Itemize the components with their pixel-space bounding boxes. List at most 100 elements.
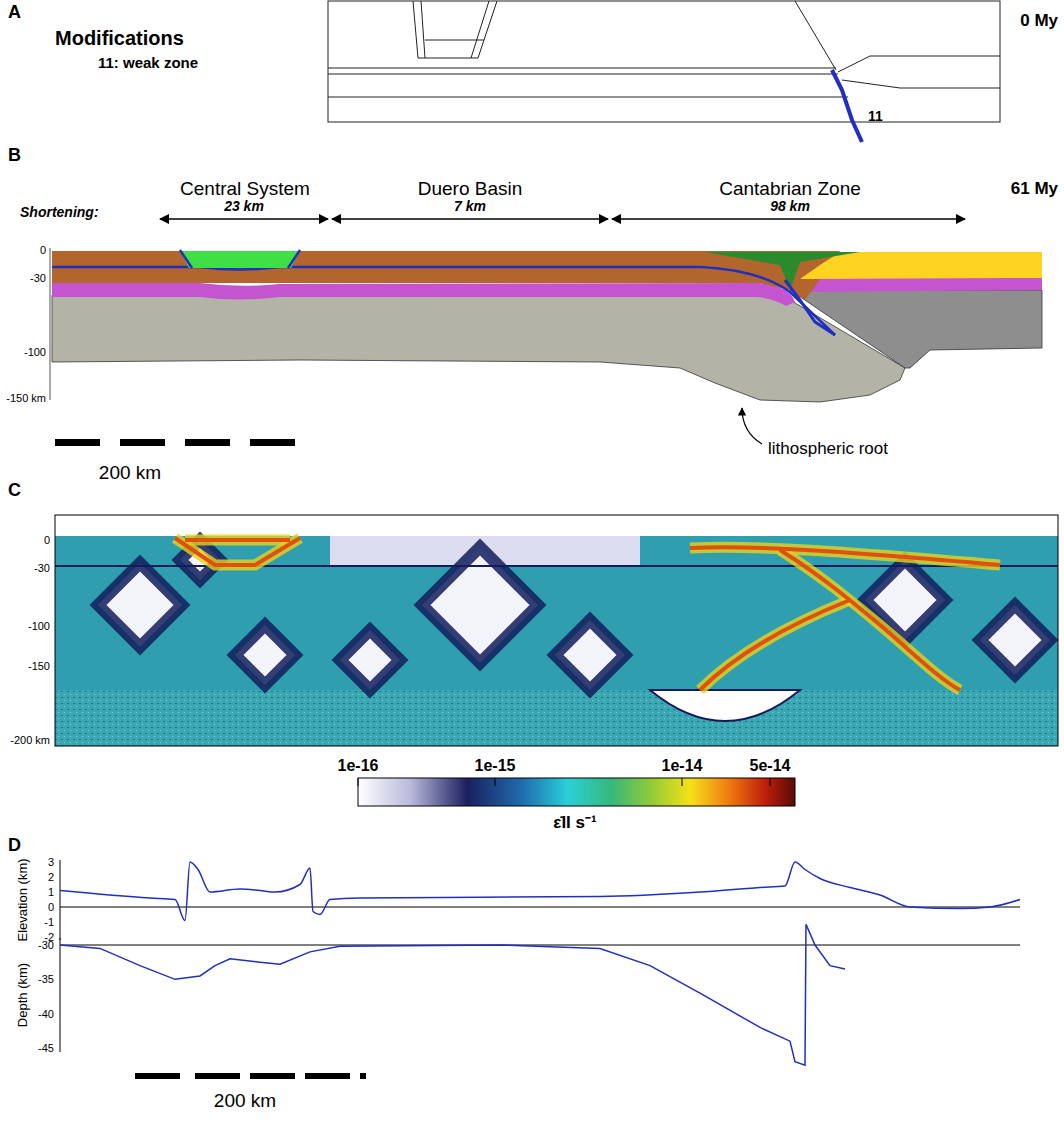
g-shape: [55, 515, 1058, 746]
line-shape: [160, 218, 328, 220]
g-shape: [60, 862, 1020, 1065]
rect-shape: [195, 1073, 240, 1079]
g-shape: [55, 515, 1058, 806]
region-name: Central System: [180, 179, 310, 198]
path-shape: [555, 620, 625, 690]
colorbar-tick: 1e-14: [662, 758, 703, 774]
g-shape: [50, 219, 1042, 446]
path-shape: [52, 295, 905, 402]
rect-shape: [250, 439, 295, 446]
axis-tick: -40: [38, 1008, 54, 1019]
line-shape: [421, 1, 425, 58]
time-label: 0 My: [1020, 12, 1058, 29]
shortening-value: 7 km: [454, 199, 486, 213]
path-shape: [980, 605, 1050, 675]
scale-label: 200 km: [99, 463, 161, 482]
line-shape: [50, 248, 51, 400]
line-shape: [328, 68, 836, 69]
line-shape: [418, 58, 478, 59]
line-shape: [332, 218, 608, 220]
rect-shape: [328, 1, 1000, 122]
shortening-value: 98 km: [770, 199, 810, 213]
path-shape: [690, 547, 1000, 565]
axis-tick: 0: [48, 902, 54, 913]
path-shape: [785, 280, 835, 335]
path-shape: [832, 70, 862, 142]
g-shape: [60, 860, 1020, 1079]
polyline-shape: [838, 56, 1000, 72]
rect-shape: [360, 1073, 366, 1079]
line-shape: [495, 778, 496, 786]
line-shape: [180, 250, 192, 268]
time-label: 61 My: [1011, 180, 1058, 197]
axis-tick: -30: [38, 940, 54, 951]
line-shape: [328, 74, 838, 75]
rect-shape: [135, 1073, 180, 1079]
colorbar-tick: 1e-16: [338, 758, 379, 774]
rect-shape: [55, 515, 1058, 746]
line-shape: [682, 778, 683, 786]
path-shape: [700, 600, 850, 690]
rect-shape: [305, 1073, 350, 1079]
path-shape: [235, 625, 295, 685]
panel-letter: D: [8, 836, 21, 854]
axis-tick: -1: [44, 917, 54, 928]
path-shape: [52, 267, 835, 335]
line-shape: [328, 97, 848, 98]
line-shape: [60, 907, 1020, 908]
path-shape: [422, 547, 538, 663]
path-shape: [185, 538, 290, 542]
line-shape: [60, 860, 61, 940]
callout-number: 11: [868, 109, 883, 123]
path-shape: [700, 600, 850, 690]
region-name: Duero Basin: [418, 179, 523, 198]
depth-tick: 0: [40, 245, 46, 256]
rect-shape: [185, 439, 230, 446]
path-shape: [800, 278, 1042, 292]
line-shape: [612, 218, 965, 220]
line-shape: [288, 250, 300, 268]
depth-tick: -100: [24, 347, 46, 358]
depth-tick: -30: [34, 563, 50, 574]
path-shape: [806, 924, 845, 969]
path-shape: [60, 862, 1020, 921]
line-shape: [471, 1, 489, 58]
path-shape: [742, 408, 762, 444]
depth-tick: 0: [44, 535, 50, 546]
path-shape: [52, 251, 840, 300]
line-shape: [478, 1, 497, 58]
rect-shape: [55, 515, 1058, 746]
path-shape: [340, 630, 400, 690]
annotation: lithospheric root: [768, 440, 888, 457]
path-shape: [52, 283, 795, 306]
rect-shape: [55, 536, 1058, 690]
path-shape: [60, 924, 806, 1065]
axis-title: Elevation (km): [16, 858, 29, 941]
shortening-value: 23 km: [224, 199, 264, 213]
colorbar-tick: 1e-15: [475, 758, 516, 774]
rect-shape: [55, 439, 100, 446]
colorbar-title: ε̇II s⁻¹: [553, 814, 596, 831]
line-shape: [60, 938, 61, 1052]
line-shape: [425, 40, 484, 41]
path-shape: [650, 690, 800, 721]
axis-tick: 2: [48, 872, 54, 883]
panel-letter: B: [8, 146, 21, 164]
axis-title: Depth (km): [16, 963, 29, 1027]
depth-tick: -100: [28, 621, 50, 632]
path-shape: [705, 252, 860, 290]
depth-tick: -30: [30, 273, 46, 284]
panel-letter: A: [8, 3, 21, 21]
modification-note: 11: weak zone: [98, 55, 198, 70]
rect-shape: [55, 690, 1058, 746]
path-shape: [175, 538, 300, 565]
path-shape: [98, 563, 182, 647]
axis-tick: -35: [38, 974, 54, 985]
colorbar-tick: 5e-14: [750, 758, 791, 774]
polyline-shape: [795, 1, 836, 70]
line-shape: [358, 778, 359, 786]
path-shape: [800, 252, 1042, 279]
g-shape: [55, 536, 1058, 721]
